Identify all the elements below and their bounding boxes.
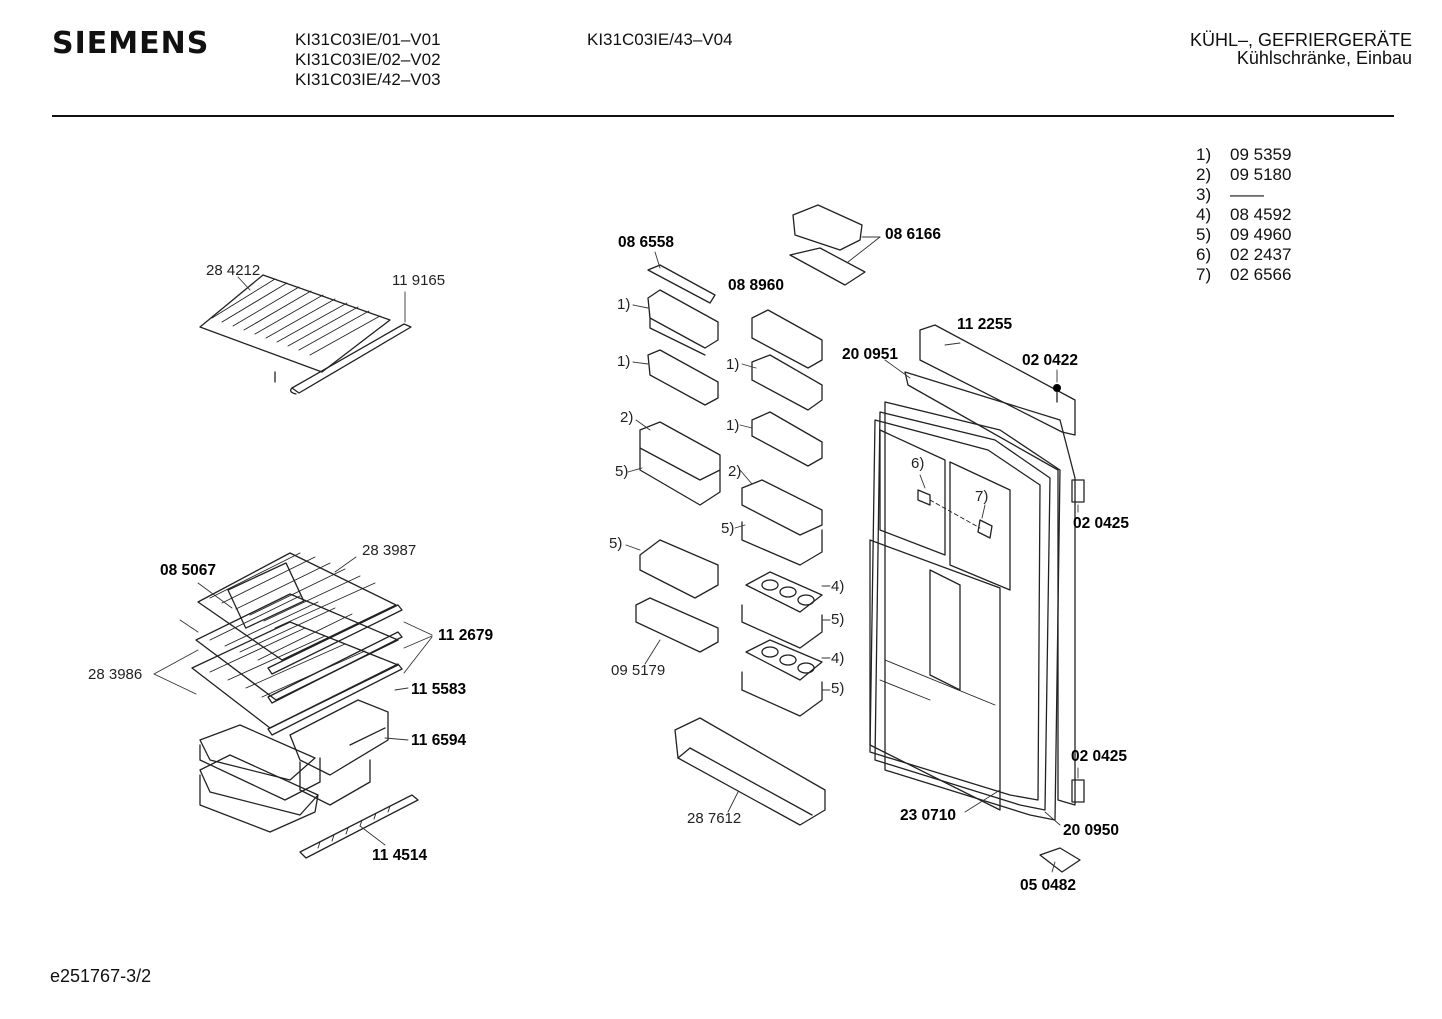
legend-row: 3) —— bbox=[1196, 185, 1291, 205]
model-number: KI31C03IE/01–V01 bbox=[295, 30, 441, 49]
part-label: 02 0425 bbox=[1071, 748, 1128, 765]
legend-key: 7) bbox=[1196, 265, 1212, 284]
footnote-callout: 1) bbox=[617, 353, 631, 370]
door-assembly bbox=[869, 324, 1085, 873]
brand-logo: SIEMENS bbox=[52, 26, 210, 61]
legend-value: 09 4960 bbox=[1230, 225, 1292, 244]
footnote-callout: 2) bbox=[620, 409, 634, 426]
footnote-callout: 5) bbox=[721, 520, 735, 537]
legend-key: 3) bbox=[1196, 185, 1212, 204]
part-label: 08 5067 bbox=[160, 562, 217, 579]
legend-row: 2) 09 5180 bbox=[1196, 165, 1291, 185]
legend-row: 7) 02 6566 bbox=[1196, 265, 1291, 285]
part-label: 11 2679 bbox=[438, 627, 494, 644]
legend-key: 6) bbox=[1196, 245, 1212, 264]
footnote-callout: 1) bbox=[726, 356, 740, 373]
model-number: KI31C03IE/43–V04 bbox=[587, 30, 733, 49]
legend-value: 09 5359 bbox=[1230, 145, 1292, 164]
part-label: 28 3986 bbox=[88, 666, 143, 683]
model-list-secondary: KI31C03IE/43–V04 bbox=[587, 30, 733, 50]
footnote-callout: 7) bbox=[975, 488, 989, 505]
category-subtitle: Kühlschränke, Einbau bbox=[1236, 48, 1412, 68]
rail-114514 bbox=[299, 794, 419, 859]
door-shelves-column-a bbox=[625, 251, 721, 665]
part-label: 11 6594 bbox=[411, 732, 467, 749]
model-number: KI31C03IE/02–V02 bbox=[295, 50, 441, 69]
header-rule bbox=[52, 115, 1394, 117]
category-title: KÜHL–, GEFRIERGERÄTE bbox=[1189, 30, 1412, 50]
glass-shelf-stack bbox=[153, 552, 433, 736]
footnote-callout: 5) bbox=[831, 680, 845, 697]
footnote-callout: 4) bbox=[831, 650, 845, 667]
part-label: 05 0482 bbox=[1020, 877, 1077, 894]
part-label: 11 2255 bbox=[957, 316, 1013, 333]
category-block: KÜHL–, GEFRIERGERÄTE Kühlschränke, Einba… bbox=[1190, 31, 1412, 67]
footnote-callout: 4) bbox=[831, 578, 845, 595]
door-shelves-column-b bbox=[734, 204, 881, 717]
bottle-shelf-287612 bbox=[674, 717, 826, 826]
part-label: 28 4212 bbox=[206, 262, 261, 279]
footnote-callout: 5) bbox=[831, 611, 845, 628]
legend-key: 2) bbox=[1196, 165, 1212, 184]
part-label: 11 4514 bbox=[372, 847, 428, 864]
shelf-trim-119165 bbox=[290, 291, 412, 395]
part-label: 20 0951 bbox=[842, 346, 899, 363]
legend-value: —— bbox=[1230, 185, 1264, 204]
footnote-callout: 5) bbox=[609, 535, 623, 552]
part-label: 11 9165 bbox=[392, 272, 446, 289]
footnote-callout: 1) bbox=[617, 296, 631, 313]
legend-row: 5) 09 4960 bbox=[1196, 225, 1291, 245]
part-label: 11 5583 bbox=[411, 681, 467, 698]
footnote-callout: 2) bbox=[728, 463, 742, 480]
legend-row: 1) 09 5359 bbox=[1196, 145, 1291, 165]
part-label: 28 3987 bbox=[362, 542, 417, 559]
model-number: KI31C03IE/42–V03 bbox=[295, 70, 441, 89]
part-label: 20 0950 bbox=[1063, 822, 1120, 839]
legend-key: 1) bbox=[1196, 145, 1212, 164]
footnote-callout: 6) bbox=[911, 455, 925, 472]
part-label: 02 0425 bbox=[1073, 515, 1130, 532]
legend-key: 5) bbox=[1196, 225, 1212, 244]
crisper-drawers bbox=[199, 687, 409, 833]
legend-value: 02 6566 bbox=[1230, 265, 1292, 284]
part-label: 08 8960 bbox=[728, 277, 785, 294]
part-label: 08 6166 bbox=[885, 226, 942, 243]
part-label: 28 7612 bbox=[687, 810, 742, 827]
footnote-legend: 1) 09 5359 2) 09 5180 3) —— 4) 08 4592 5) 09 … bbox=[1196, 145, 1291, 285]
wire-shelf-284212 bbox=[199, 274, 391, 383]
drawing-code: e251767-3/2 bbox=[50, 966, 152, 986]
model-list-primary: KI31C03IE/01–V01 KI31C03IE/02–V02 KI31C0… bbox=[295, 30, 441, 90]
legend-value: 08 4592 bbox=[1230, 205, 1292, 224]
legend-key: 4) bbox=[1196, 205, 1212, 224]
legend-value: 02 2437 bbox=[1230, 245, 1292, 264]
legend-value: 09 5180 bbox=[1230, 165, 1292, 184]
footnote-callout: 1) bbox=[726, 417, 740, 434]
part-label: 23 0710 bbox=[900, 807, 957, 824]
part-label: 08 6558 bbox=[618, 234, 675, 251]
legend-row: 6) 02 2437 bbox=[1196, 245, 1291, 265]
part-label: 02 0422 bbox=[1022, 352, 1079, 369]
footnote-callout: 5) bbox=[615, 463, 629, 480]
legend-row: 4) 08 4592 bbox=[1196, 205, 1291, 225]
part-label: 09 5179 bbox=[611, 662, 666, 679]
